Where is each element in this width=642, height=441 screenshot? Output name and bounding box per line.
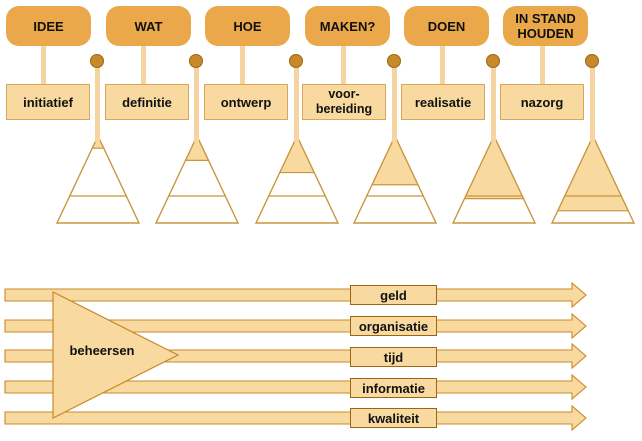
stem-hoe — [240, 46, 245, 84]
header-instandhouden: IN STAND HOUDEN — [503, 6, 588, 46]
connector-line-1 — [95, 62, 100, 142]
beheersen-triangle — [52, 291, 180, 419]
phase-voorbereiding: voor- bereiding — [302, 84, 386, 120]
arrow-label-tijd: tijd — [350, 347, 437, 367]
connector-line-6 — [590, 62, 595, 142]
pyramid-1-fill — [92, 136, 104, 149]
stem-maken — [341, 46, 346, 84]
arrow-1 — [4, 281, 587, 309]
header-idee: IDEE — [6, 6, 91, 46]
phase-realisatie: realisatie — [401, 84, 485, 120]
arrow-label-kwaliteit: kwaliteit — [350, 408, 437, 428]
header-hoe: HOE — [205, 6, 290, 46]
knob-1 — [90, 54, 104, 68]
header-doen: DOEN — [404, 6, 489, 46]
pyramid-5-outline — [451, 134, 537, 224]
knob-3 — [289, 54, 303, 68]
phase-nazorg: nazorg — [500, 84, 584, 120]
connector-line-3 — [294, 62, 299, 142]
pyramid-3-fill — [279, 136, 315, 173]
stem-idee — [41, 46, 46, 84]
knob-5 — [486, 54, 500, 68]
connector-line-2 — [194, 62, 199, 142]
connector-line-5 — [491, 62, 496, 142]
pyramid-1-outline — [55, 134, 141, 224]
header-wat: WAT — [106, 6, 191, 46]
connector-line-4 — [392, 62, 397, 142]
header-maken: MAKEN? — [305, 6, 390, 46]
stem-doen — [440, 46, 445, 84]
pyramid-3-outline — [254, 134, 340, 224]
knob-4 — [387, 54, 401, 68]
knob-2 — [189, 54, 203, 68]
arrow-label-organisatie: organisatie — [350, 316, 437, 336]
pyramid-4-outline — [352, 134, 438, 224]
pyramid-2-fill — [185, 136, 209, 161]
pyramid-6-fill — [557, 136, 629, 211]
phase-definitie: definitie — [105, 84, 189, 120]
arrow-5 — [4, 404, 587, 432]
stem-instandhouden — [540, 46, 545, 84]
arrow-label-informatie: informatie — [350, 378, 437, 398]
stem-wat — [141, 46, 146, 84]
phase-initiatief: initiatief — [6, 84, 90, 120]
pyramid-5-fill — [464, 136, 524, 199]
pyramid-2-outline — [154, 134, 240, 224]
knob-6 — [585, 54, 599, 68]
pyramid-4-fill — [372, 136, 418, 185]
phase-ontwerp: ontwerp — [204, 84, 288, 120]
beheersen-label: beheersen — [69, 343, 135, 358]
pyramid-6-outline — [550, 134, 636, 224]
arrow-label-geld: geld — [350, 285, 437, 305]
